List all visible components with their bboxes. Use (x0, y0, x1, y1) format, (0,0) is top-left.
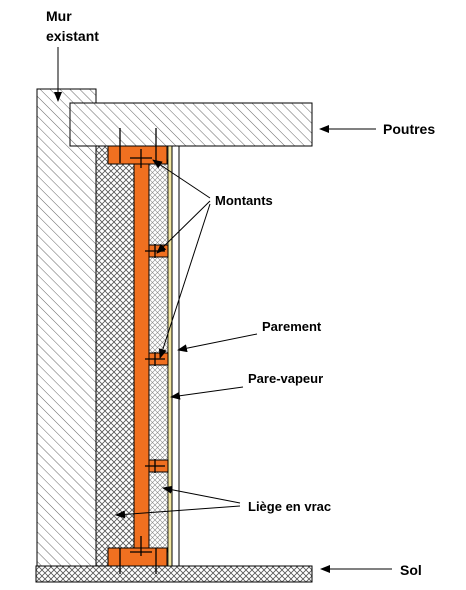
bottom-plate (107, 547, 168, 567)
label-sol: Sol (400, 562, 422, 578)
label-mur-line1: Mur (46, 8, 72, 24)
vertical-stud (133, 159, 150, 549)
facing-panel (171, 145, 180, 567)
label-montants: Montants (215, 193, 273, 208)
vapour-barrier (167, 145, 173, 567)
screws (119, 128, 165, 574)
existing-wall (36, 88, 97, 567)
label-liege: Liège en vrac (248, 499, 331, 514)
label-poutres: Poutres (383, 121, 435, 137)
label-pare-vapeur: Pare-vapeur (248, 371, 323, 386)
label-mur-line2: existant (46, 28, 99, 44)
top-plate (107, 145, 168, 165)
floor-slab (35, 565, 313, 583)
leader-arrows (54, 47, 392, 573)
beam (69, 102, 313, 147)
cork-insulation-back (95, 145, 135, 567)
label-parement: Parement (262, 319, 322, 334)
